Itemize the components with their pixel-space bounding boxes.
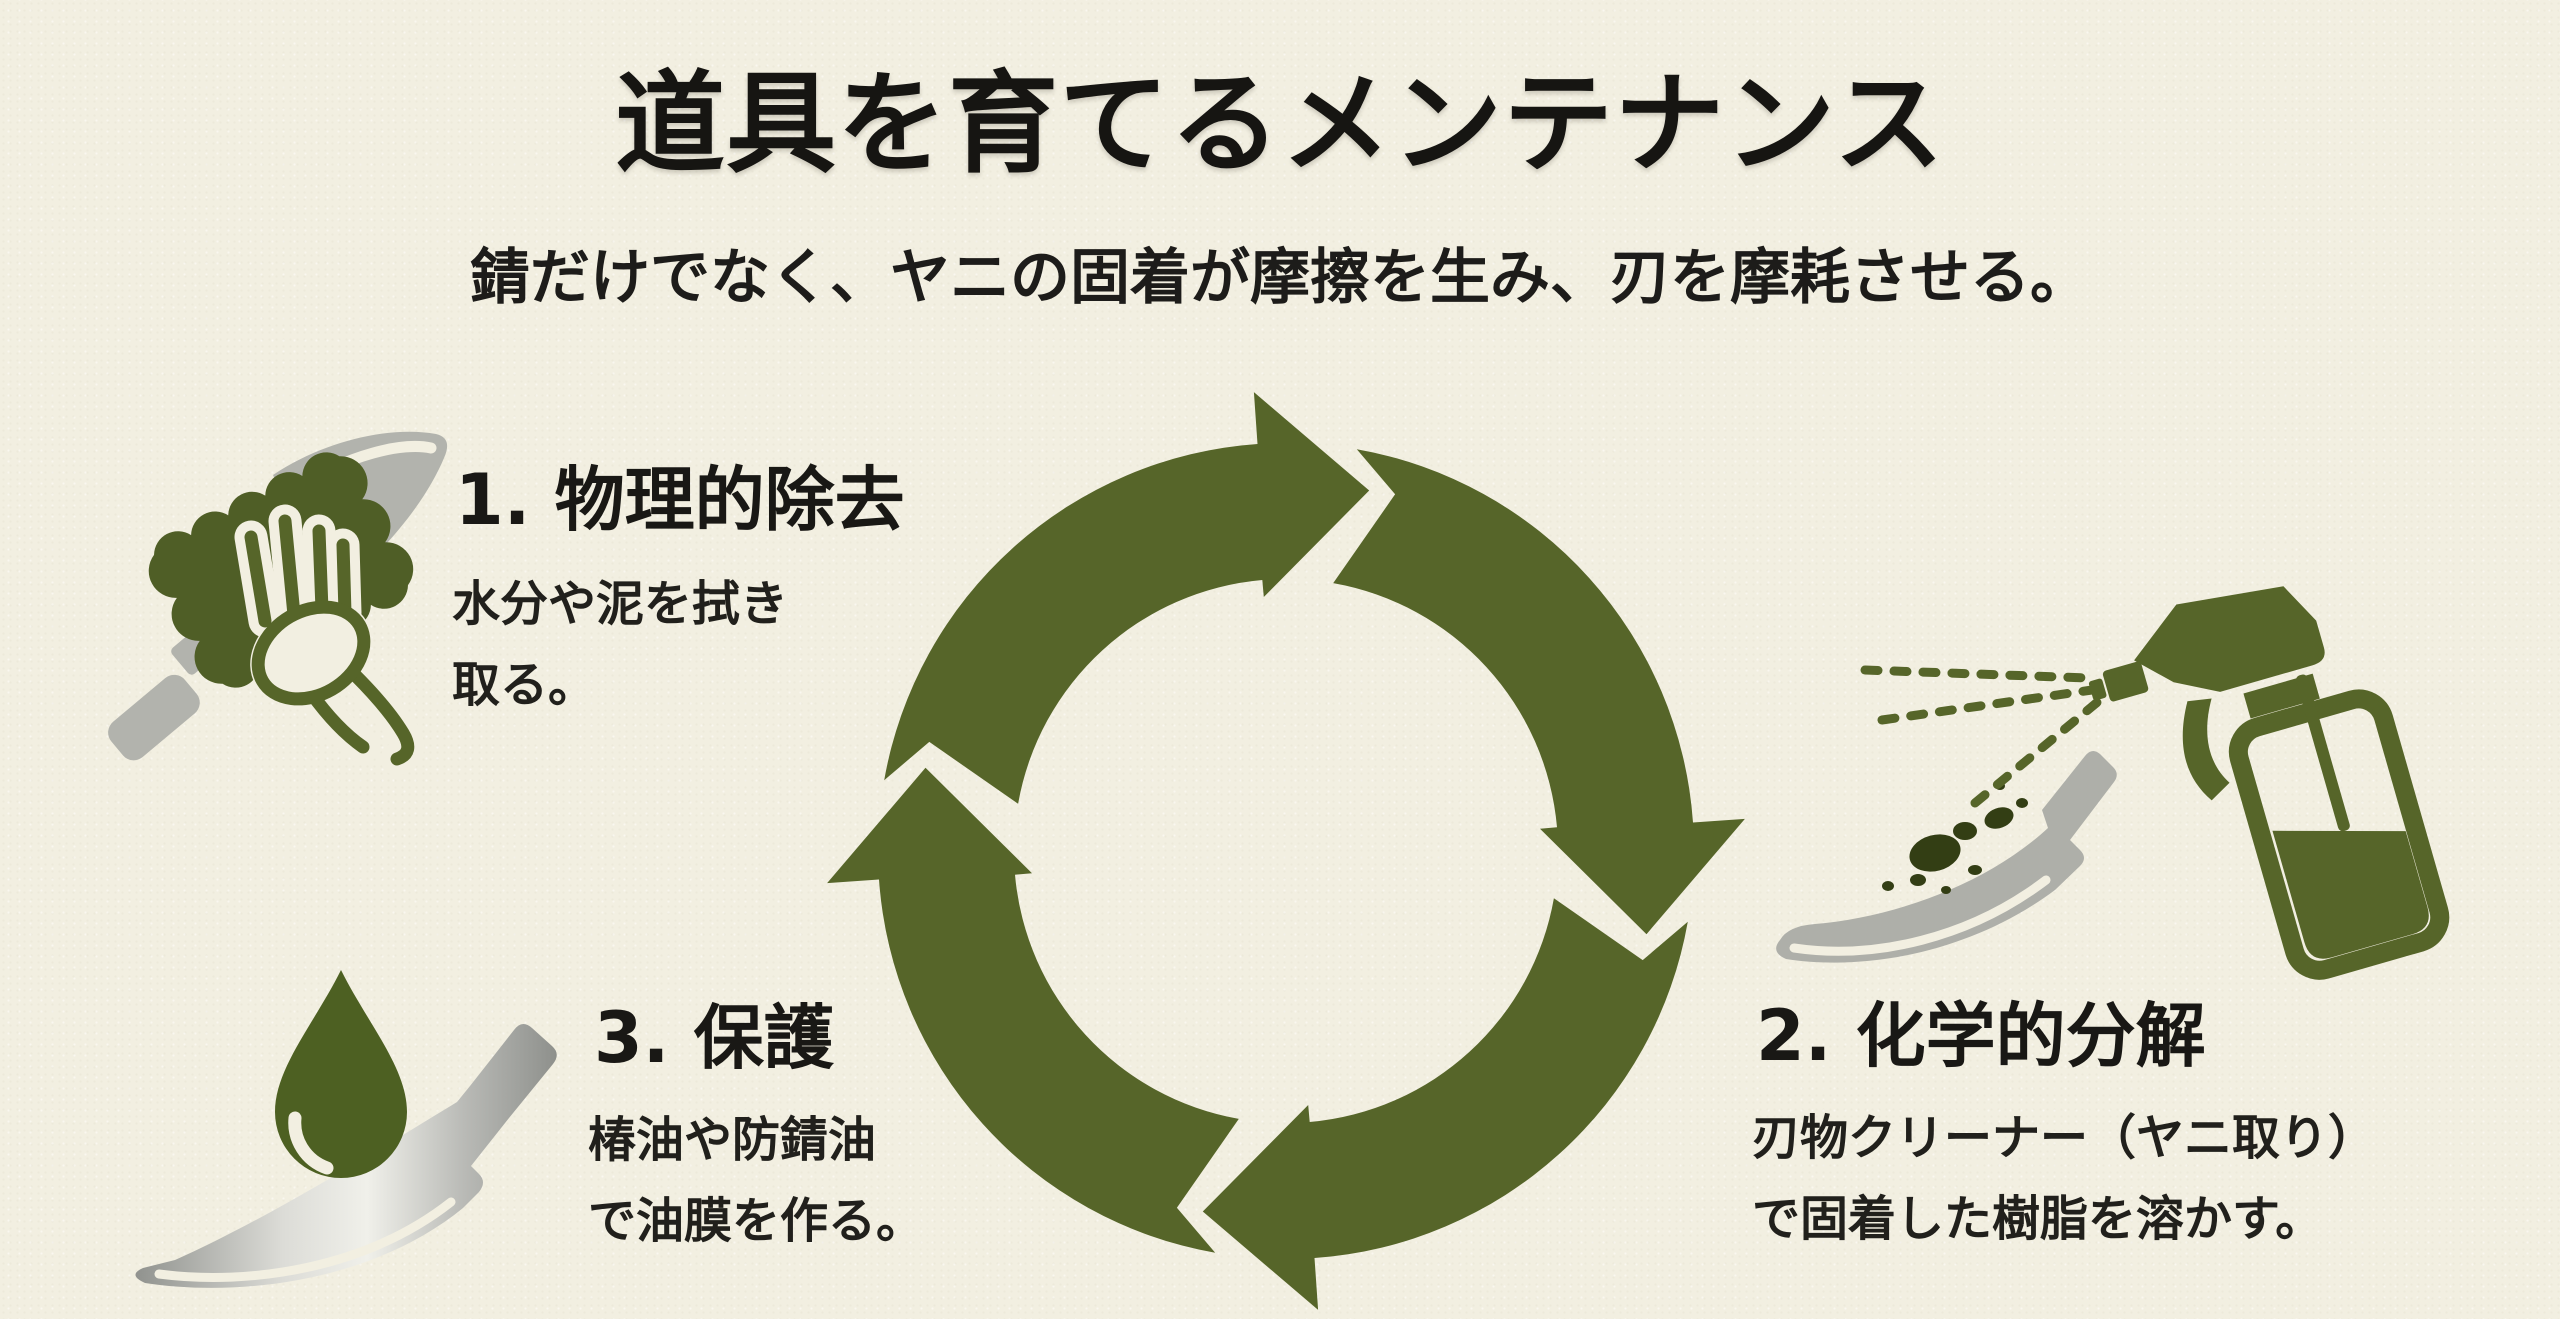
polished-blade-icon — [135, 1023, 557, 1288]
step-3-description: 椿油や防錆油 で油膜を作る。 — [588, 1100, 924, 1262]
step-3-line-1: 椿油や防錆油 — [588, 1112, 877, 1168]
step-2-line-1: 刃物クリーナー（ヤニ取り） — [1752, 1110, 2377, 1166]
step-3-line-2: で油膜を作る。 — [588, 1193, 925, 1249]
spray-bottle-knife-icon — [1776, 586, 2450, 980]
cycle-arrow-segment — [884, 392, 1370, 804]
resin-spots-icon — [1882, 782, 2028, 894]
cloth-wipe-knife-icon — [108, 431, 448, 776]
page-subtitle: 錆だけでなく、ヤニの固着が摩擦を生み、刃を摩耗させる。 — [470, 243, 2090, 313]
oil-drop-icon — [275, 970, 407, 1178]
cycle-arrows-diagram — [827, 392, 1745, 1310]
step-2-description: 刃物クリーナー（ヤニ取り） で固着した樹脂を溶かす。 — [1752, 1098, 2376, 1260]
oil-drop-blade-icon — [135, 970, 557, 1288]
dirty-knife-icon — [1776, 750, 2117, 963]
step-1-heading: 1. 物理的除去 — [455, 459, 905, 541]
page-title: 道具を育てるメンテナンス — [615, 59, 1945, 188]
step-2-heading: 2. 化学的分解 — [1756, 995, 2206, 1077]
step-3-heading: 3. 保護 — [594, 997, 834, 1079]
step-2-line-2: で固着した樹脂を溶かす。 — [1752, 1191, 2324, 1247]
step-1-line-2: 取る。 — [452, 657, 597, 713]
step-1-description: 水分や泥を拭き 取る。 — [452, 564, 788, 726]
spray-mist-icon — [1860, 665, 2105, 808]
hand-icon — [234, 504, 425, 776]
step-1-line-1: 水分や泥を拭き — [452, 576, 789, 632]
spray-bottle-icon — [2088, 586, 2450, 980]
